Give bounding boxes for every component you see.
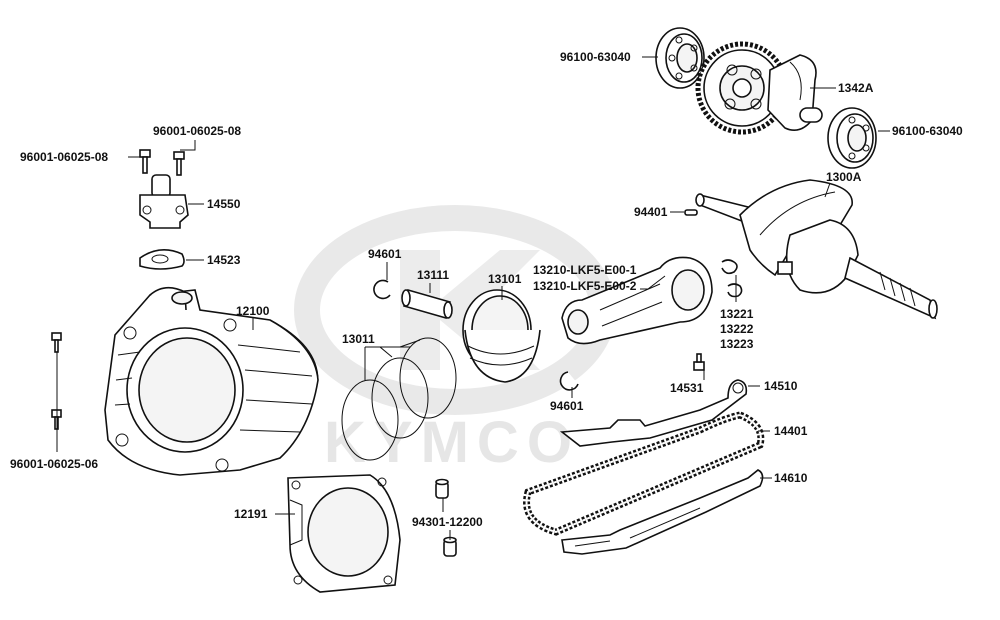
label-bearing-223: 13223: [720, 337, 754, 351]
label-tensioner: 14550: [207, 197, 241, 211]
label-piston: 13101: [488, 272, 522, 286]
bolt-left-part: [139, 149, 151, 174]
label-bearing-222: 13222: [720, 322, 754, 336]
tensioner-gasket-part: [139, 249, 185, 270]
label-chain: 14401: [774, 424, 808, 438]
label-bearing-top: 96100-63040: [560, 50, 631, 64]
balancer-gear-part: [695, 41, 823, 135]
label-balancer: 1342A: [838, 81, 874, 95]
label-bolt-guide: 14531: [670, 381, 704, 395]
label-clip-bottom: 94601: [550, 399, 584, 413]
label-bolt-b: 96001-06025-08: [20, 150, 108, 164]
cylinder-gasket-part: [287, 474, 401, 593]
piston-rings-part: [341, 337, 457, 461]
label-piston-pin: 13111: [417, 268, 449, 282]
timing-chain-part: [523, 411, 765, 536]
label-crankshaft: 1300A: [826, 170, 862, 184]
label-bearing-221: 13221: [720, 307, 754, 321]
piston-pin-part: [401, 289, 453, 319]
label-cylinder: 12100: [236, 304, 270, 318]
piston-pin-clip-bottom-part: [559, 371, 579, 391]
bearing-right-part: [827, 107, 877, 169]
label-conrod-2: 13210-LKF5-E00-2: [533, 279, 637, 293]
crank-bearing-shells-part: [721, 259, 743, 298]
bearing-top-part: [655, 27, 705, 89]
label-conrod-1: 13210-LKF5-E00-1: [533, 263, 637, 277]
kymco-watermark: KYMCO: [294, 205, 616, 475]
watermark-text: KYMCO: [324, 410, 580, 475]
label-guide-lower: 14610: [774, 471, 808, 485]
label-rings: 13011: [342, 332, 375, 346]
lower-chain-guide-part: [561, 469, 764, 555]
connecting-rod-part: [561, 256, 713, 345]
cylinder-part: [104, 286, 319, 476]
piston-pin-clip-top-part: [373, 279, 391, 300]
crankshaft-part: [695, 179, 938, 320]
upper-chain-guide-part: [559, 379, 748, 447]
leader-lines: [56, 56, 890, 540]
woodruff-key-part: [684, 209, 698, 216]
label-bolt-a: 96001-06025-08: [153, 124, 241, 138]
bolt-right-part: [173, 151, 185, 176]
label-key: 94401: [634, 205, 668, 219]
guide-bolt-part: [693, 353, 705, 371]
label-dowel: 94301-12200: [412, 515, 483, 529]
part-labels: 96100-63040 1342A 96100-63040 96001-0602…: [10, 50, 963, 529]
tensioner-part: [139, 174, 189, 229]
label-bearing-right: 96100-63040: [892, 124, 963, 138]
label-guide-upper: 14510: [764, 379, 798, 393]
label-stud-bolts: 96001-06025-06: [10, 457, 98, 471]
label-tensioner-gasket: 14523: [207, 253, 241, 267]
label-clip-top: 94601: [368, 247, 402, 261]
piston-part: [462, 289, 541, 383]
label-cyl-gasket: 12191: [234, 507, 268, 521]
